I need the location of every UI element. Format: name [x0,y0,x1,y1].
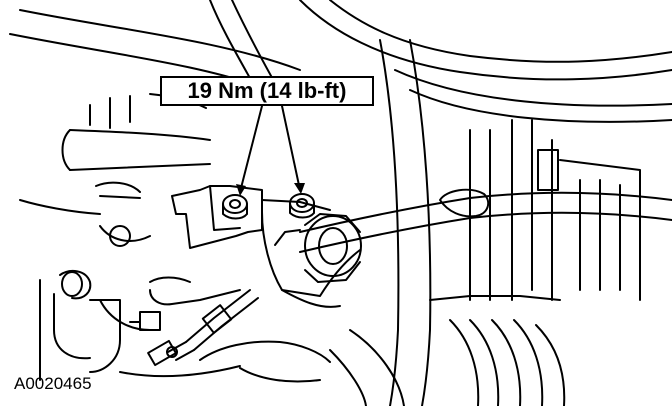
figure-id: A0020465 [14,374,92,393]
slave-cylinder [261,211,362,308]
slave-cylinder-bracket [171,185,331,249]
flywheel [329,295,566,406]
bolt-right [289,193,315,219]
callout-leaders [236,105,305,196]
upper-hoses [9,0,672,123]
left-hose [19,129,211,247]
engine-block [39,269,331,383]
lower-fittings [129,276,241,331]
hydraulic-line [147,289,259,367]
upper-left-details [89,93,207,199]
bolt-left [222,194,248,220]
crossing-cable [299,188,672,253]
right-bundle [379,39,641,406]
torque-callout: 19 Nm (14 lb-ft) [160,76,374,106]
